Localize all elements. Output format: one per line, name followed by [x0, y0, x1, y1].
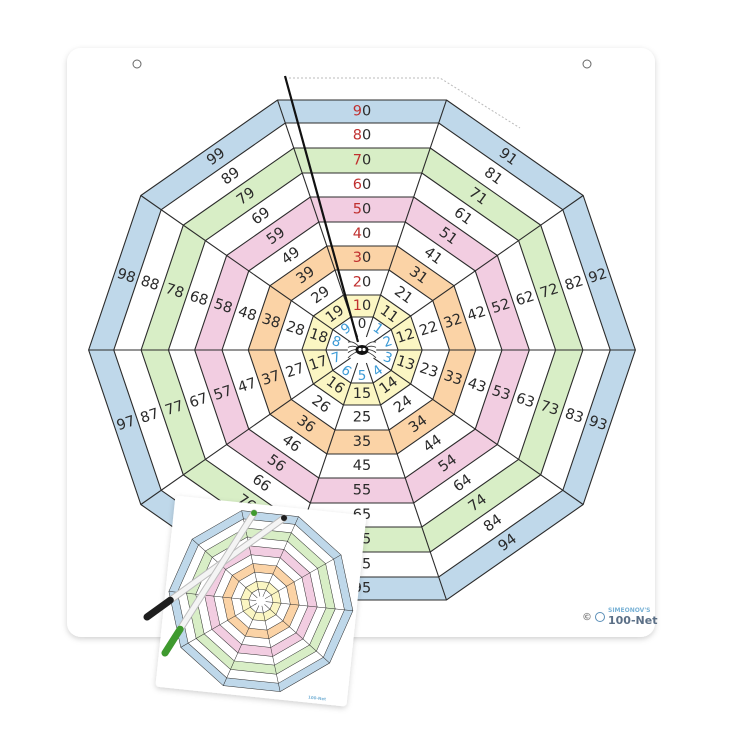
web-number[interactable]: 88: [139, 273, 161, 294]
web-number[interactable]: 20: [353, 275, 371, 291]
spoke: [180, 603, 257, 648]
web-number[interactable]: 87: [139, 406, 161, 427]
web-number[interactable]: 50: [353, 202, 371, 218]
web-number[interactable]: 5: [358, 368, 367, 384]
spoke: [365, 362, 448, 601]
product-name: 100-Net: [608, 614, 657, 627]
web-number[interactable]: 40: [353, 226, 371, 242]
hanging-hole-left: [132, 59, 142, 69]
web-number[interactable]: 38: [260, 311, 282, 332]
web-number[interactable]: 90: [353, 104, 371, 120]
spoke: [140, 195, 351, 343]
web-number[interactable]: 25: [353, 410, 371, 426]
spoke: [265, 601, 353, 612]
web-number[interactable]: 12: [394, 326, 416, 347]
logo-icon: [595, 612, 605, 622]
web-number[interactable]: 82: [563, 273, 585, 294]
marker-cap: [143, 596, 174, 621]
web-number[interactable]: 53: [490, 383, 512, 404]
web-number[interactable]: 63: [514, 391, 536, 412]
web-number[interactable]: 18: [307, 326, 329, 347]
web-number[interactable]: 52: [490, 296, 512, 317]
web-number[interactable]: 80: [353, 128, 371, 144]
marker-tip: [251, 510, 257, 516]
web-number[interactable]: 37: [260, 368, 282, 389]
marker-tip: [281, 515, 287, 521]
web-number[interactable]: 33: [442, 368, 464, 389]
web-number[interactable]: 22: [418, 319, 440, 340]
spoke: [276, 99, 359, 338]
marker-cap: [161, 625, 184, 657]
web-number[interactable]: 17: [307, 353, 329, 374]
spoke: [264, 604, 330, 664]
web-number[interactable]: 62: [514, 289, 536, 310]
web-number[interactable]: 78: [163, 281, 185, 302]
brand-line: SIMEONOV'S: [608, 607, 651, 614]
web-number[interactable]: 73: [538, 398, 560, 419]
web-number[interactable]: 48: [236, 304, 258, 325]
spoke: [191, 538, 258, 599]
spoke: [223, 605, 260, 686]
spoke: [373, 357, 584, 505]
web-number[interactable]: 58: [212, 296, 234, 317]
web-number[interactable]: 35: [353, 434, 371, 450]
web-number[interactable]: 60: [353, 177, 371, 193]
web-number[interactable]: 28: [284, 319, 306, 340]
web-number[interactable]: 57: [212, 383, 234, 404]
web-number[interactable]: 27: [284, 360, 306, 381]
fold-outline: [285, 77, 521, 129]
hanging-hole-right: [582, 59, 592, 69]
spoke: [140, 357, 351, 505]
web-number[interactable]: 83: [563, 406, 585, 427]
web-number[interactable]: 97: [115, 413, 137, 434]
web-number[interactable]: 23: [418, 360, 440, 381]
web-number[interactable]: 43: [465, 375, 487, 396]
web-number[interactable]: 55: [353, 483, 371, 499]
spoke: [264, 554, 342, 599]
spoke: [261, 605, 281, 692]
spider-thread: [283, 75, 360, 343]
web-number[interactable]: 30: [353, 250, 371, 266]
web-number[interactable]: 47: [236, 375, 258, 396]
spoke: [262, 516, 299, 597]
web-number[interactable]: 15: [353, 386, 371, 402]
web-number[interactable]: 45: [353, 458, 371, 474]
web-number[interactable]: 32: [442, 311, 464, 332]
web-number[interactable]: 68: [188, 289, 210, 310]
spoke: [365, 99, 448, 338]
mini-card: 100-Net: [155, 495, 367, 707]
web-number[interactable]: 77: [163, 398, 185, 419]
web-number[interactable]: 93: [587, 413, 609, 434]
web-number[interactable]: 67: [188, 391, 210, 412]
web-number[interactable]: 72: [538, 281, 560, 302]
brand-logo: © SIMEONOV'S 100-Net: [582, 607, 657, 627]
web-number[interactable]: 92: [587, 266, 609, 287]
mini-product-name: 100-Net: [308, 695, 326, 702]
spider-icon: [347, 341, 377, 359]
web-number[interactable]: 13: [394, 353, 416, 374]
center-hub: [256, 596, 266, 606]
dry-erase-markers[interactable]: [143, 509, 288, 657]
web-number[interactable]: 98: [115, 266, 137, 287]
web-number[interactable]: 42: [465, 304, 487, 325]
spoke: [373, 195, 584, 343]
web-number[interactable]: 10: [353, 298, 371, 314]
marker-2[interactable]: [161, 509, 258, 657]
copyright-symbol: ©: [582, 612, 592, 623]
web-number[interactable]: 0: [358, 316, 367, 332]
web-number[interactable]: 70: [353, 153, 371, 169]
